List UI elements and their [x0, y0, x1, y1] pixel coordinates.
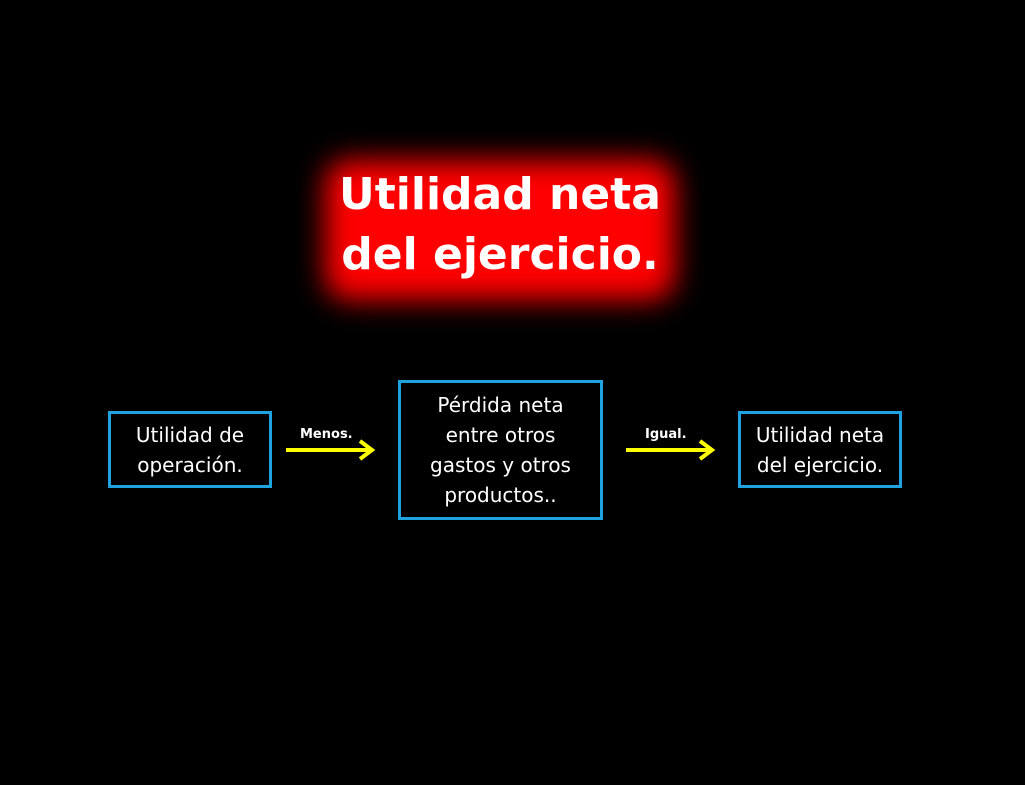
box-text-line: operación. — [137, 452, 243, 477]
slide-title: Utilidad neta del ejercicio. — [330, 165, 670, 285]
right-arrow-icon — [626, 439, 716, 461]
title-glow — [325, 160, 675, 300]
net-loss-box: Pérdida neta entre otros gastos y otros … — [398, 380, 603, 520]
title-line-2: del ejercicio. — [341, 229, 659, 280]
title-line-1: Utilidad neta — [339, 169, 661, 220]
net-income-box: Utilidad neta del ejercicio. — [738, 411, 902, 488]
operating-income-box: Utilidad de operación. — [108, 411, 272, 488]
box-text-line: Utilidad neta — [755, 422, 885, 447]
box-text-line: productos.. — [444, 483, 557, 507]
box-text-line: entre otros — [445, 423, 556, 447]
equals-label: Igual. — [645, 427, 687, 442]
minus-label: Menos. — [300, 427, 353, 442]
box-text-line: Pérdida neta — [437, 393, 564, 417]
box-text-line: gastos y otros — [430, 453, 571, 477]
box-text-line: del ejercicio. — [756, 452, 884, 477]
right-arrow-icon — [286, 439, 376, 461]
box-text-line: Utilidad de — [135, 422, 245, 447]
